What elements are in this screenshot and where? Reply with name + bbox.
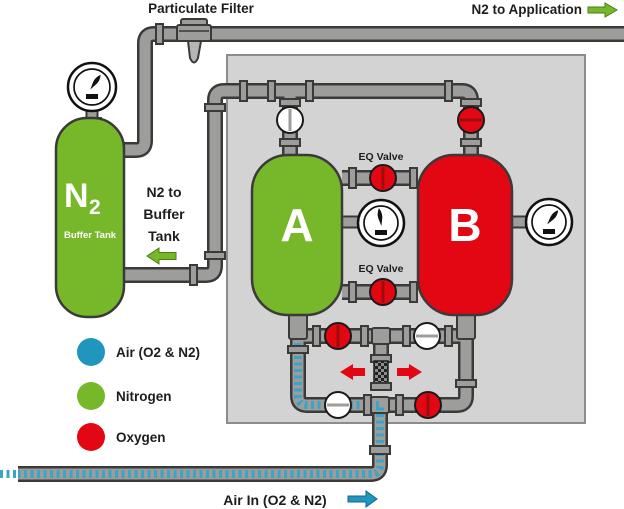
- legend: Air (O2 & N2) Nitrogen Oxygen: [77, 338, 200, 451]
- gauge-ring: [73, 68, 111, 106]
- particulate-filter-label: Particulate Filter: [148, 1, 255, 16]
- pipe-collar: [267, 80, 276, 102]
- pipe-collar: [460, 98, 482, 107]
- gauge-needle: [90, 74, 101, 90]
- pipe-collar: [312, 325, 321, 347]
- needle-shape: [547, 210, 559, 225]
- pipe-fill: [118, 85, 477, 281]
- legend-swatch-nitrogen: [77, 382, 105, 410]
- exhaust-arrow-left: [340, 364, 365, 380]
- pipe-collar: [279, 138, 301, 147]
- pipe-collar: [402, 325, 411, 347]
- pipe-collar: [363, 394, 372, 416]
- pipe-collar: [360, 325, 369, 347]
- gauge-window: [375, 230, 387, 235]
- exhaust-muffler: [370, 354, 392, 391]
- buffer-tank-symbol-sub: 2: [89, 196, 101, 219]
- tee-muffler: [371, 327, 391, 345]
- valve-exhaust-b-open: [413, 322, 441, 350]
- pipe-collar: [204, 251, 226, 260]
- n2-to-buffer-label-line2: Buffer: [143, 206, 185, 222]
- needle-shape: [90, 74, 101, 90]
- tower-a-vessel: [250, 153, 344, 317]
- air-inlet-tee: [370, 396, 390, 414]
- tower-b: B: [416, 153, 514, 317]
- eq-valve-lower-label: EQ Valve: [359, 263, 404, 275]
- valve-inlet-a-open: [324, 391, 352, 419]
- filter-head: [176, 24, 212, 42]
- pipe-collar: [305, 80, 314, 102]
- gauge-window: [86, 94, 98, 99]
- valves: [276, 106, 485, 419]
- needle-shape: [377, 208, 383, 226]
- gauge-tower-b: [524, 197, 574, 247]
- n2-to-application-arrow: [587, 2, 618, 18]
- pipe-collar: [455, 379, 477, 388]
- pipe-fill: [380, 310, 472, 411]
- gauge-tower-a: [356, 198, 406, 248]
- gauge-buffer-tank: [66, 61, 118, 113]
- tower-b-vessel: [416, 153, 514, 317]
- n2-to-application-label: N2 to Application: [472, 2, 583, 17]
- pipe-collar: [369, 445, 391, 455]
- legend-item-oxygen: Oxygen: [77, 423, 166, 451]
- air-in-label: Air In (O2 & N2): [223, 492, 326, 508]
- legend-swatch-oxygen: [77, 423, 105, 451]
- legend-label-nitrogen: Nitrogen: [116, 389, 172, 404]
- legend-swatch-air: [77, 338, 105, 366]
- pipe-collar: [287, 345, 309, 354]
- pipe-collar: [348, 167, 357, 189]
- air-in-arrow: [347, 490, 378, 508]
- eq-valve-upper-label: EQ Valve: [359, 151, 404, 163]
- valve-exhaust-a-closed: [324, 322, 352, 350]
- muffler-collar-bottom: [370, 382, 392, 391]
- buffer-tank-vessel: [54, 116, 126, 319]
- n2-to-buffer-label-line1: N2 to: [147, 184, 182, 200]
- pipe-fill: [118, 28, 624, 156]
- exhaust-arrow-right: [397, 364, 422, 380]
- valve-eq-lower-closed: [369, 278, 397, 306]
- pipe-collars: [82, 23, 482, 455]
- n2-to-buffer-arrow: [146, 247, 177, 265]
- pipe-collar: [155, 23, 164, 45]
- pipe-collar: [409, 167, 418, 189]
- tower-b-letter: B: [448, 199, 481, 251]
- pipe-collar: [239, 80, 248, 102]
- gauge-ring: [363, 205, 399, 241]
- tower-a: A: [250, 153, 344, 317]
- legend-label-air: Air (O2 & N2): [116, 345, 200, 360]
- gauge-needle: [377, 208, 383, 226]
- pipe-collar: [279, 98, 301, 107]
- tower-a-letter: A: [280, 199, 313, 251]
- pipe-collar: [204, 103, 226, 112]
- legend-item-air: Air (O2 & N2): [77, 338, 200, 366]
- gauge-ring: [531, 204, 567, 240]
- pipe-collar: [189, 264, 198, 286]
- valve-outlet-b-closed: [457, 106, 485, 134]
- n2-buffer-tank: N 2 Buffer Tank: [54, 116, 126, 319]
- legend-item-nitrogen: Nitrogen: [77, 382, 172, 410]
- pipe-collar: [460, 138, 482, 147]
- pipe-collar: [444, 325, 453, 347]
- pipe-collar: [444, 80, 453, 102]
- pipe-collar: [395, 394, 404, 416]
- gauge-needle: [547, 210, 559, 225]
- buffer-tank-caption: Buffer Tank: [64, 230, 117, 241]
- filter-bowl: [186, 40, 203, 64]
- gauge-window: [543, 229, 555, 234]
- n2-to-buffer-label-line3: Tank: [148, 228, 180, 244]
- pipe-collar: [348, 281, 357, 303]
- valve-eq-upper-closed: [369, 164, 397, 192]
- pipe-collar: [409, 281, 418, 303]
- valve-outlet-a-open: [276, 106, 304, 134]
- muffler-body: [373, 360, 389, 385]
- legend-label-oxygen: Oxygen: [116, 430, 166, 445]
- particulate-filter: [176, 18, 212, 64]
- buffer-tank-symbol: N: [64, 177, 89, 215]
- valve-inlet-b-closed: [414, 391, 442, 419]
